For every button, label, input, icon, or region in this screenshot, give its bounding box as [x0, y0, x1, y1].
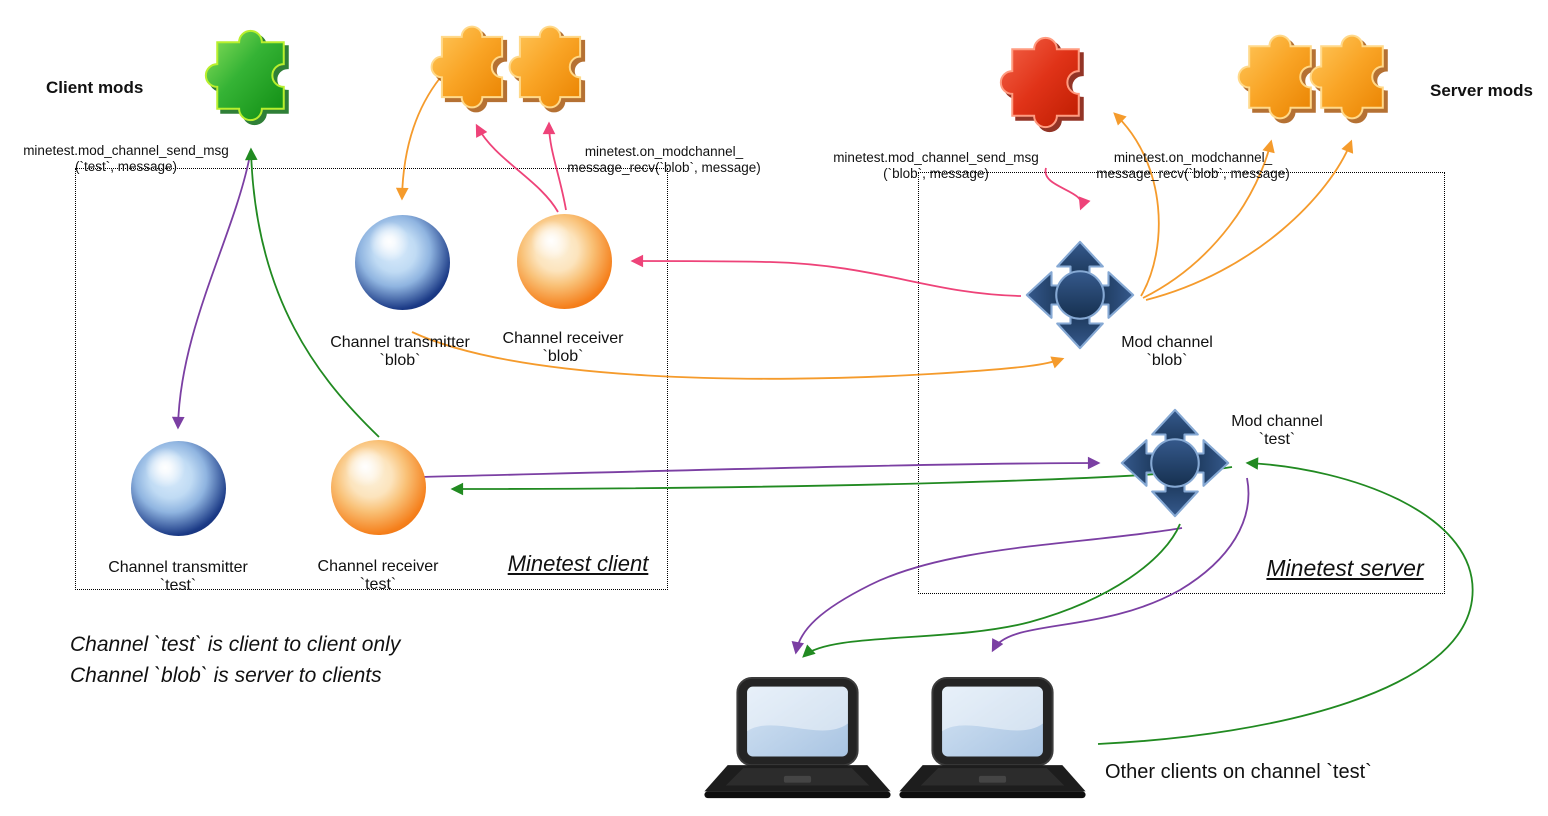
label-transmitter-blob: Channel transmitter`blob` [330, 333, 470, 370]
label-mod-channel-test: Mod channel`test` [1231, 412, 1323, 449]
api-call-send-blob: minetest.mod_channel_send_msg(`blob`, me… [833, 149, 1039, 182]
client-mods-label: Client mods [46, 78, 144, 97]
api-call-recv-blob-server: minetest.on_modchannel_message_recv(`blo… [1096, 149, 1290, 182]
sphere-receiver-test [331, 440, 426, 535]
minetest-client-title: Minetest client [507, 551, 649, 576]
label-receiver-test: Channel receiver`test` [317, 557, 439, 594]
api-call-recv-blob-client: minetest.on_modchannel_message_recv(`blo… [567, 143, 761, 176]
orange-puzzle-icon [508, 25, 581, 109]
laptop-2-icon [898, 676, 1087, 800]
other-clients-label: Other clients on channel `test` [1105, 761, 1372, 783]
server-mods-label: Server mods [1430, 81, 1533, 100]
channel-notes: Channel `test` is client to client only … [70, 633, 401, 687]
sphere-receiver-blob [517, 214, 612, 309]
sphere-transmitter-test [131, 441, 226, 536]
orange-puzzle-icon [1309, 34, 1384, 120]
minetest-server-title: Minetest server [1266, 555, 1424, 581]
green-puzzle-icon [204, 29, 285, 122]
red-puzzle-icon [999, 36, 1080, 129]
orange-puzzle-icon [430, 25, 503, 109]
sphere-transmitter-blob [355, 215, 450, 310]
api-call-send-test: minetest.mod_channel_send_msg(`test`, me… [23, 142, 229, 175]
label-receiver-blob: Channel receiver`blob` [502, 329, 624, 366]
label-transmitter-test: Channel transmitter`test` [108, 558, 248, 595]
label-mod-channel-blob: Mod channel`blob` [1121, 333, 1213, 370]
laptop-1-icon [703, 676, 892, 800]
